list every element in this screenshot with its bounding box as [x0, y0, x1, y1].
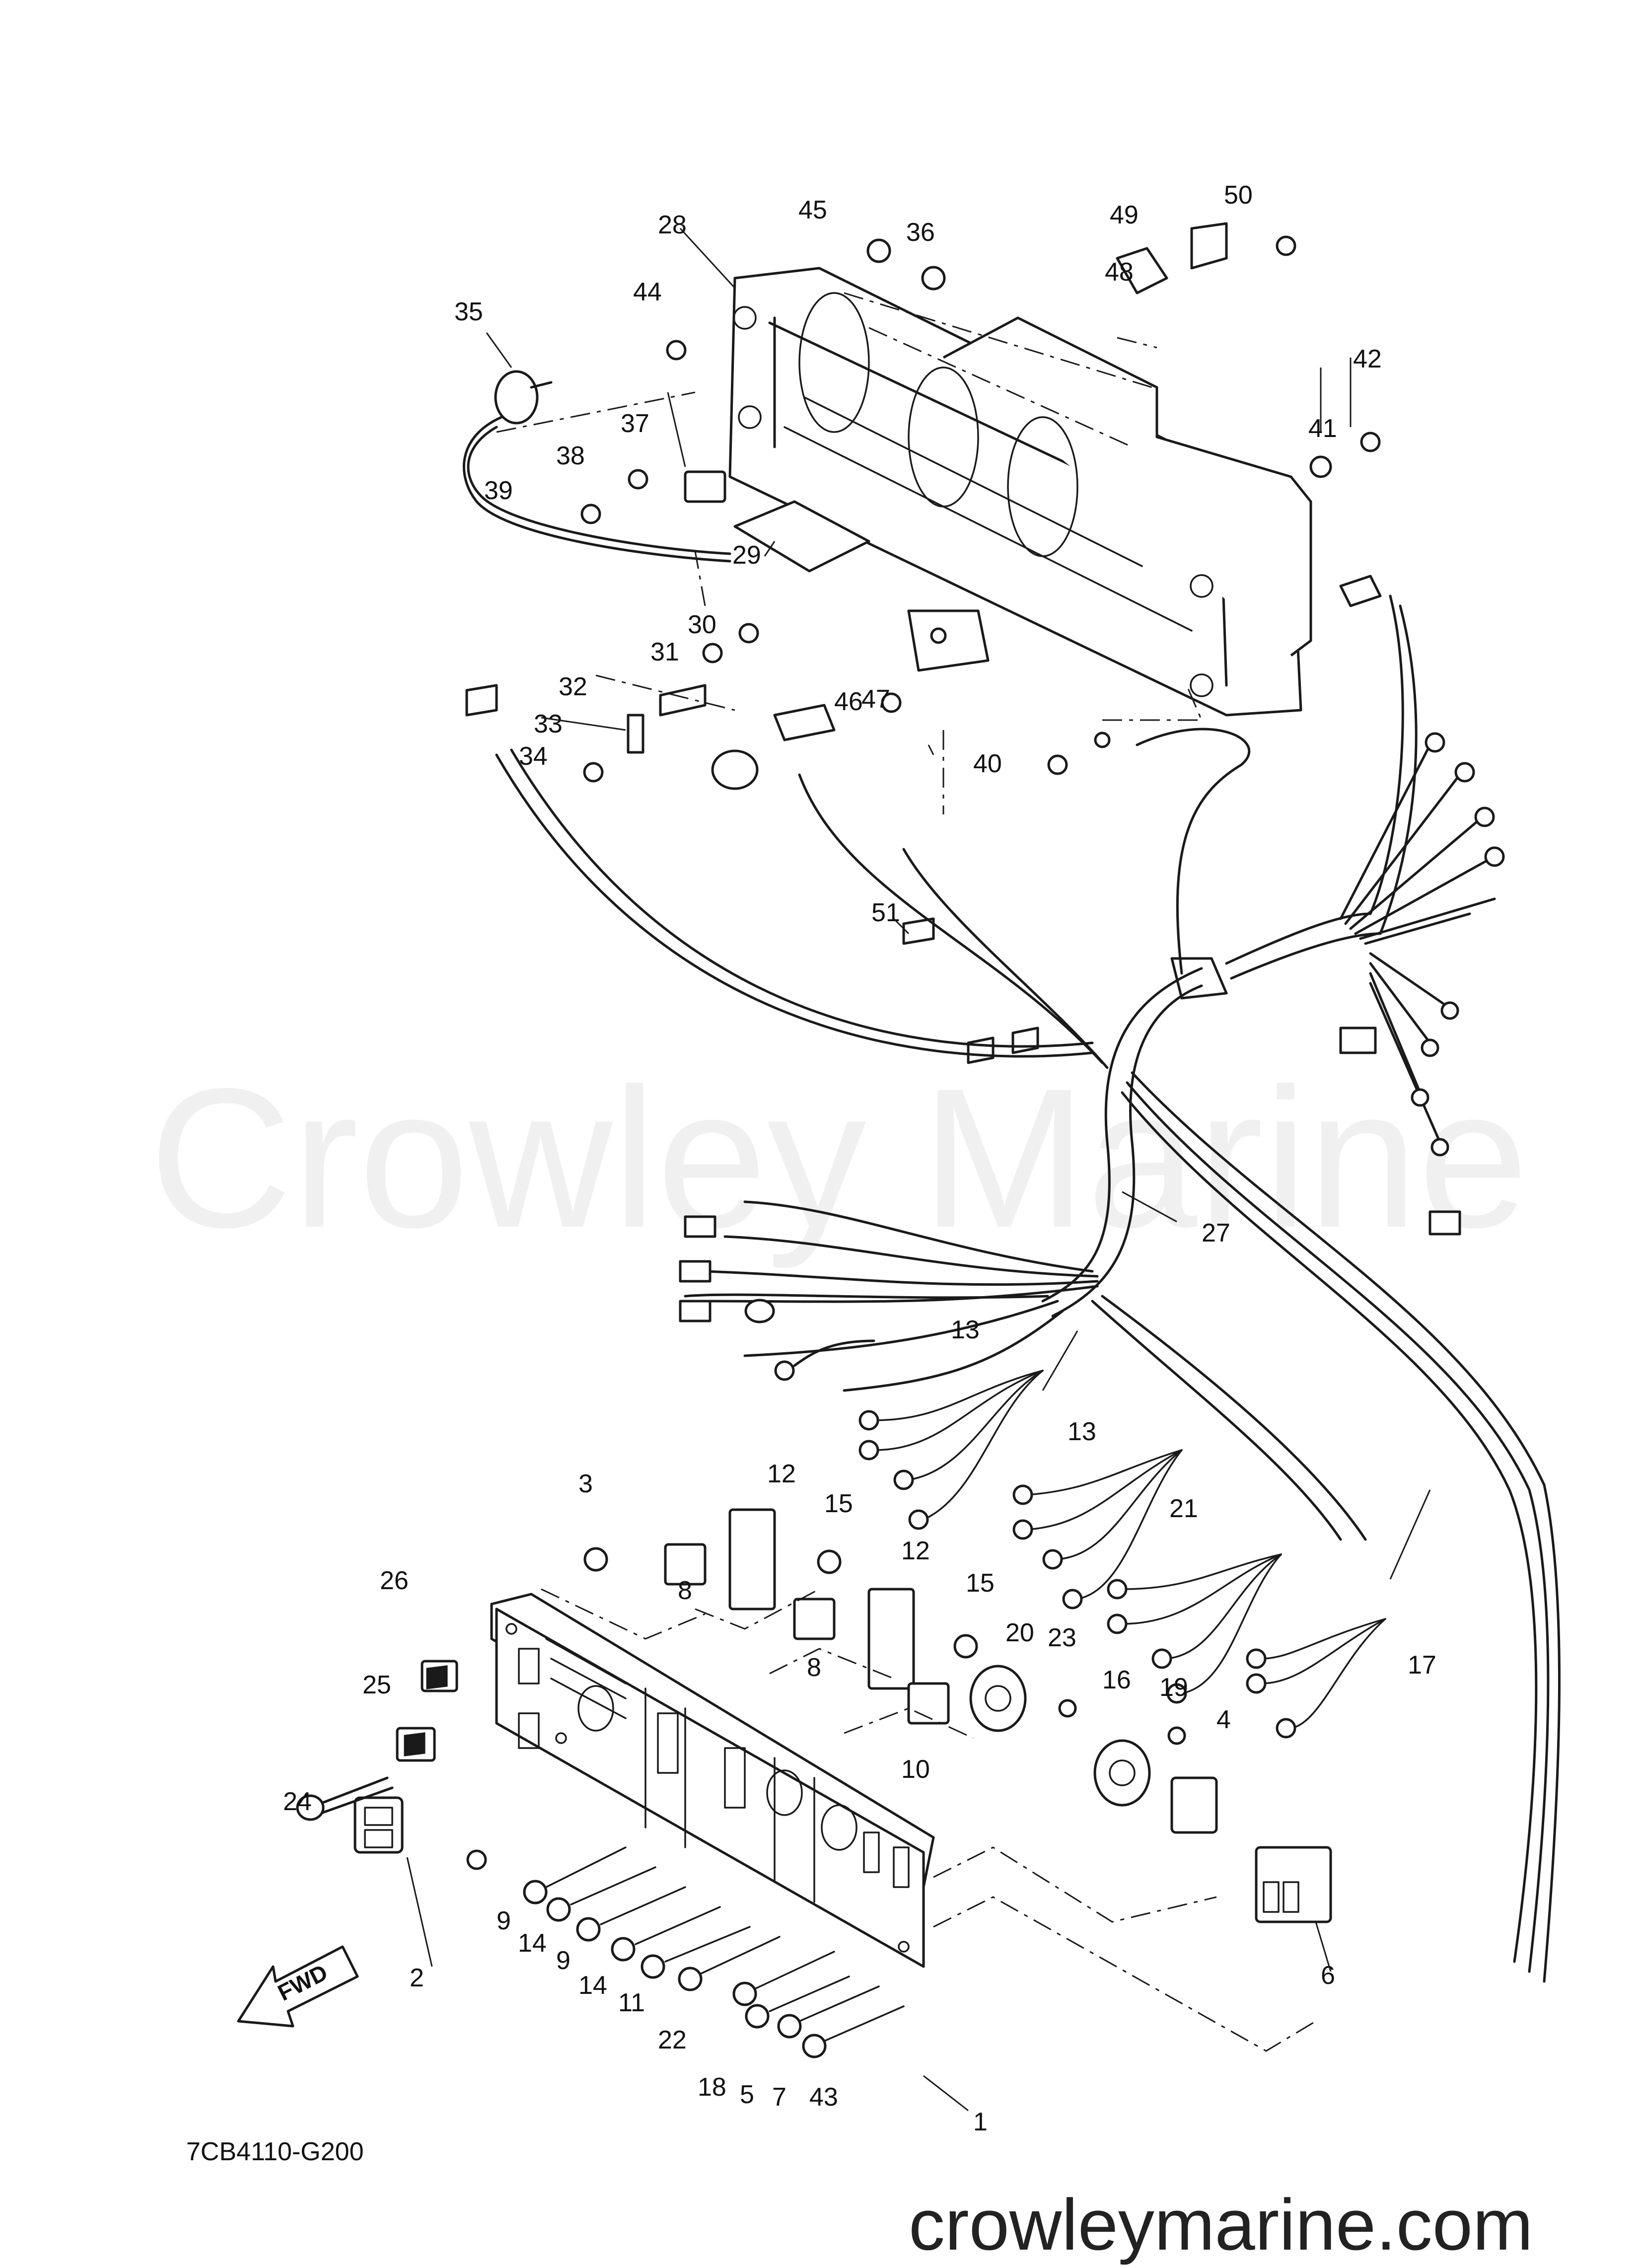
upper-small-parts	[465, 222, 1381, 1064]
callout-number: 34	[519, 742, 548, 771]
callout-number: 28	[658, 211, 687, 239]
switch-panel	[490, 1593, 935, 1968]
callout-number: 19	[1159, 1673, 1188, 1702]
callout-number: 49	[1110, 201, 1139, 229]
callout-number: 6	[1321, 1961, 1335, 1990]
callout-number: 8	[678, 1576, 692, 1605]
callout-number: 45	[798, 196, 827, 224]
callout-numbers: 1 2 3 4 5 6 7 8 8 9 9 10 11 12 12 13 13 …	[283, 181, 1436, 2136]
callout-number: 12	[767, 1460, 796, 1488]
callout-number: 38	[556, 441, 585, 470]
callout-number: 2	[410, 1964, 424, 1992]
callout-number: 24	[283, 1787, 312, 1816]
callout-number: 43	[809, 2083, 838, 2112]
callout-number: 8	[807, 1653, 821, 1682]
right-connectors	[1339, 575, 1505, 1236]
callout-number: 42	[1353, 345, 1382, 373]
callout-number: 14	[578, 1971, 607, 2000]
callout-number: 9	[556, 1946, 571, 1975]
callout-number: 1	[973, 2108, 988, 2136]
left-connectors	[679, 1200, 1099, 1381]
diagram-code: 7CB4110-G200	[186, 2137, 364, 2166]
forward-arrow: FWD	[237, 1945, 359, 2028]
callout-number: 39	[484, 476, 513, 505]
callout-number: 46	[834, 687, 863, 716]
meter-housing	[728, 267, 1312, 717]
callout-number: 51	[871, 898, 900, 927]
callout-number: 3	[578, 1469, 593, 1498]
callout-number: 32	[559, 672, 587, 701]
callout-number: 15	[824, 1489, 853, 1518]
callout-number: 35	[454, 297, 483, 326]
callout-number: 44	[633, 278, 662, 306]
callout-number: 22	[658, 2026, 687, 2054]
callout-number: 4	[1216, 1705, 1231, 1734]
callout-number: 37	[621, 409, 649, 438]
callout-number: 47	[861, 685, 890, 714]
callout-number: 5	[740, 2080, 754, 2109]
callout-number: 12	[901, 1536, 930, 1565]
callout-number: 41	[1308, 414, 1337, 443]
callout-number: 27	[1202, 1219, 1230, 1247]
callout-number: 26	[380, 1566, 409, 1595]
callout-number: 50	[1224, 181, 1253, 210]
callout-number: 40	[973, 749, 1002, 778]
callout-number: 30	[688, 610, 716, 639]
callout-number: 13	[1068, 1417, 1096, 1446]
callout-number: 25	[362, 1671, 391, 1699]
watermark-text: Crowley Marine	[149, 1047, 1529, 1270]
site-url: crowleymarine.com	[909, 2184, 1533, 2265]
callout-leaders	[406, 227, 1431, 2112]
assembly-lines	[496, 337, 1316, 2052]
callout-number: 48	[1105, 258, 1134, 287]
callout-number: 36	[906, 218, 935, 247]
callout-number: 33	[534, 710, 563, 738]
callout-number: 7	[772, 2083, 786, 2112]
callout-number: 16	[1102, 1666, 1131, 1694]
upper-fasteners	[580, 235, 1296, 783]
callout-number: 17	[1408, 1651, 1436, 1680]
callout-number: 20	[1005, 1618, 1034, 1647]
callout-number: 14	[518, 1929, 547, 1958]
callout-number: 11	[618, 1988, 645, 2017]
callout-number: 21	[1169, 1494, 1198, 1523]
lower-fasteners	[523, 1846, 905, 2058]
callout-number: 29	[732, 541, 761, 570]
callout-number: 18	[698, 2073, 726, 2102]
callout-number: 23	[1048, 1623, 1076, 1652]
callout-number: 13	[951, 1316, 980, 1344]
callout-number: 9	[497, 1906, 511, 1935]
ring-terminal-groups	[858, 1370, 1386, 1739]
callout-number: 15	[966, 1569, 995, 1598]
buzzer-assembly	[463, 370, 731, 563]
callout-number: 10	[901, 1755, 930, 1784]
callout-number: 31	[650, 638, 679, 666]
switch-components	[296, 1508, 1332, 1923]
